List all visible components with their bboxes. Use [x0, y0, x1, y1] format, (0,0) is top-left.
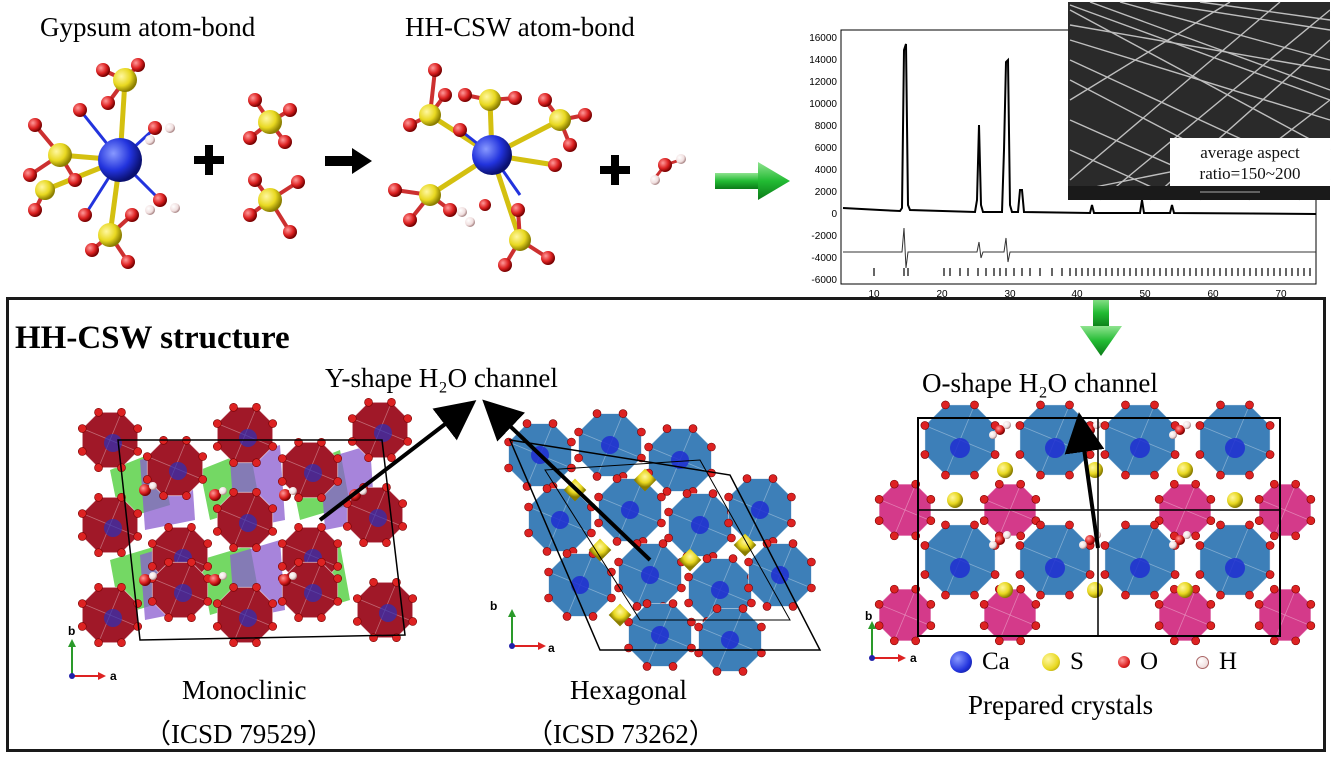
sem-image-inset: average aspect ratio=150~200 — [1068, 1, 1331, 201]
water-molecule — [650, 154, 686, 185]
s-atom-icon — [1042, 653, 1060, 671]
gypsum-atom-bond-title: Gypsum atom-bond — [40, 12, 256, 42]
xrd-x-tick: 20 — [936, 289, 948, 300]
legend-label: H — [1219, 648, 1238, 675]
xrd-y-tick: 4000 — [815, 165, 838, 176]
xrd-observed-curve — [842, 43, 1317, 215]
xrd-bragg-ticks — [873, 268, 1311, 276]
axis-b-label: b — [68, 624, 75, 638]
xrd-y-tick: 16000 — [809, 33, 837, 44]
xrd-x-tick-labels: 10 20 30 40 50 60 70 — [868, 289, 1287, 300]
prepared-structure — [874, 400, 1316, 646]
axis-a-label: a — [548, 641, 555, 655]
legend-h: H — [1196, 648, 1237, 676]
reaction-arrow — [325, 148, 372, 174]
gypsum-atom-cluster — [23, 58, 180, 269]
xrd-y-tick: 12000 — [809, 77, 837, 88]
xrd-y-tick-labels: 16000 14000 12000 10000 8000 6000 4000 2… — [809, 33, 837, 286]
sem-caption-line1: average aspect — [1200, 143, 1300, 162]
o-atom-icon — [1118, 656, 1130, 668]
sulfate-groups — [243, 93, 305, 239]
xrd-y-tick: -4000 — [811, 253, 837, 264]
monoclinic-icsd: （ICSD 79529） — [144, 719, 334, 749]
legend-label: Ca — [982, 648, 1010, 675]
hexagonal-polyhedra — [504, 409, 816, 676]
axis-indicator-prepared: b a — [865, 609, 917, 665]
xrd-y-tick: -6000 — [811, 275, 837, 286]
xrd-x-tick: 70 — [1275, 289, 1287, 300]
xrd-x-tick: 10 — [868, 289, 880, 300]
legend-label: S — [1070, 648, 1084, 675]
legend-o: O — [1118, 648, 1158, 676]
legend-ca: Ca — [950, 648, 1010, 676]
xrd-y-tick: 0 — [831, 209, 837, 220]
hhcsw-atom-cluster — [388, 63, 592, 272]
axis-a-label: a — [910, 651, 917, 665]
green-arrow-right — [715, 162, 790, 200]
plus-sign-1 — [194, 145, 224, 175]
xrd-y-tick: 10000 — [809, 99, 837, 110]
hhcsw-atom-bond-title: HH-CSW atom-bond — [405, 12, 635, 42]
xrd-x-tick: 30 — [1004, 289, 1016, 300]
ca-atom-icon — [950, 651, 972, 673]
xrd-x-tick: 60 — [1207, 289, 1219, 300]
hexagonal-icsd: （ICSD 73262） — [526, 719, 716, 749]
xrd-x-tick: 40 — [1071, 289, 1083, 300]
hexagonal-structure — [504, 409, 822, 676]
channel-pointer-arrows — [318, 399, 1105, 562]
xrd-y-tick: 14000 — [809, 55, 837, 66]
axis-indicator-hexagonal: b a — [490, 599, 555, 655]
o-shape-channel-label: O-shape H₂O channel — [922, 368, 1158, 398]
hexagonal-name: Hexagonal — [570, 675, 687, 705]
legend-label: O — [1140, 648, 1159, 675]
section-title: HH-CSW structure — [15, 320, 290, 356]
sem-caption-line2: ratio=150~200 — [1200, 164, 1301, 183]
monoclinic-name: Monoclinic — [182, 675, 307, 705]
xrd-x-tick: 50 — [1139, 289, 1151, 300]
plus-sign-2 — [600, 155, 630, 185]
axis-a-label: a — [110, 669, 117, 683]
y-shape-channel-label: Y-shape H₂O channel — [325, 363, 558, 393]
h-atom-icon — [1196, 655, 1209, 669]
legend-s: S — [1042, 648, 1084, 676]
axis-b-label: b — [490, 599, 497, 613]
green-arrow-down — [1080, 298, 1122, 356]
hhcsw-structure-panel — [6, 297, 1326, 752]
xrd-y-tick: 2000 — [815, 187, 838, 198]
prepared-crystals-label: Prepared crystals — [968, 690, 1154, 720]
xrd-y-tick: 8000 — [815, 121, 838, 132]
xrd-y-tick: -2000 — [811, 231, 837, 242]
monoclinic-structure — [77, 397, 418, 648]
axis-indicator-monoclinic: b a — [68, 624, 117, 683]
xrd-y-tick: 6000 — [815, 143, 838, 154]
axis-b-label: b — [865, 609, 872, 623]
xrd-difference-curve — [843, 227, 1316, 269]
